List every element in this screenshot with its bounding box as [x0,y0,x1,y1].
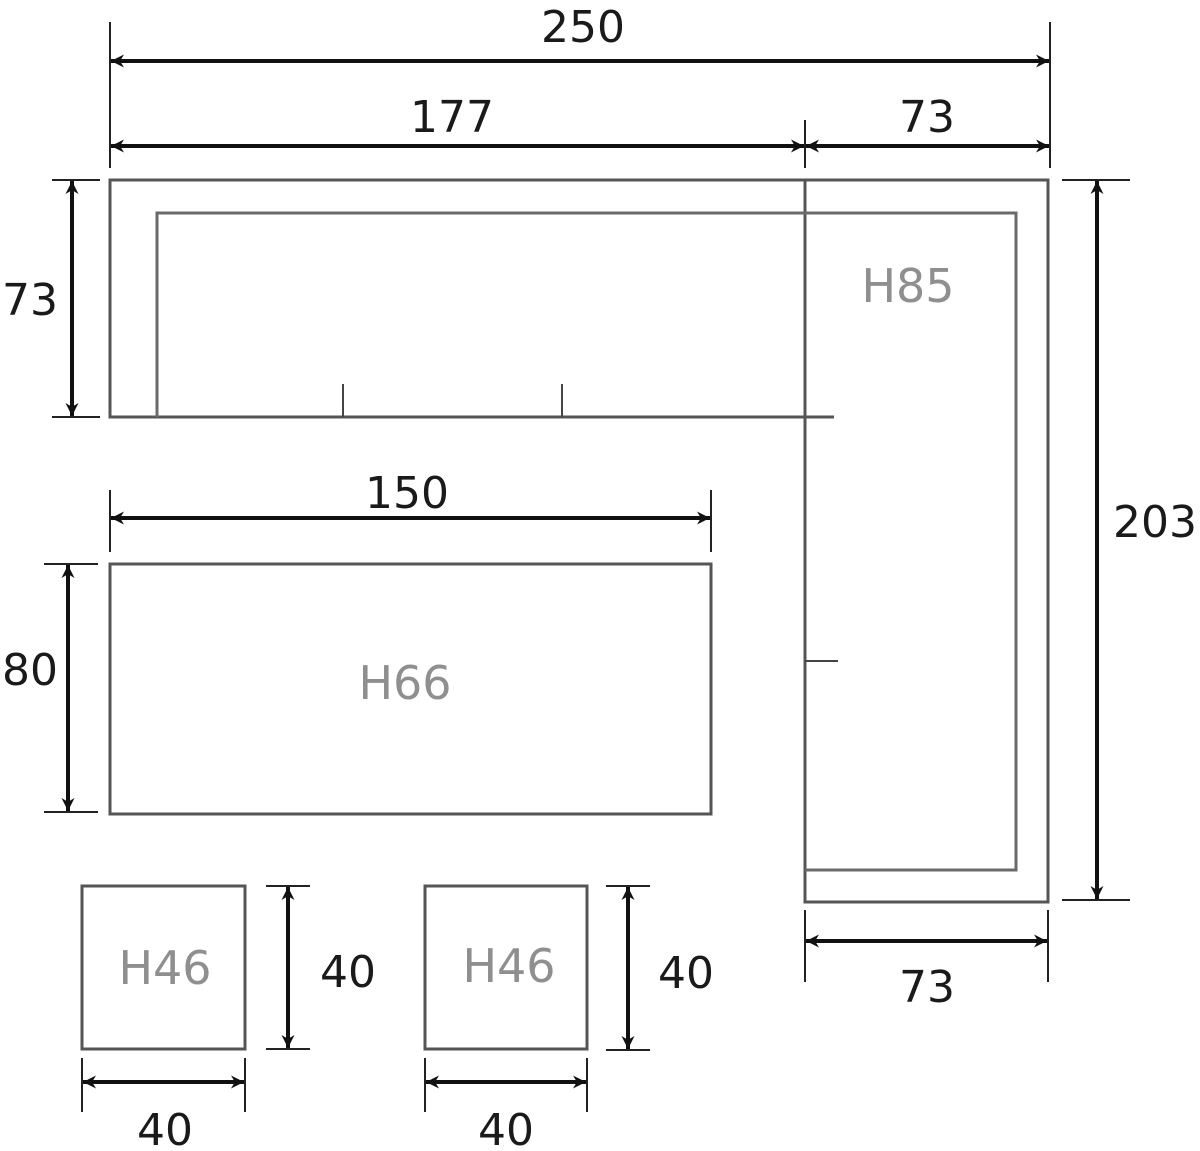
stool-2-depth-label: 40 [658,948,714,999]
sofa-outline [108,562,713,816]
stool-2-width-label: 40 [478,1105,534,1151]
dimension-left-section-depth: 73 [2,179,100,418]
stool-2: H46 [423,884,589,1051]
dimension-sofa-width: 150 [109,468,712,552]
stool-2-outline [423,884,589,1051]
dimension-stool-2-width: 40 [424,1058,588,1151]
dimension-total-width: 250 [109,2,1051,168]
sofa-width-label: 150 [365,468,449,519]
dimension-stool-1-depth: 40 [266,885,376,1050]
corner-sofa: H85 [108,178,1050,904]
stool-1: H46 [80,884,247,1051]
total-width-label: 250 [541,2,625,53]
dimension-stool-1-width: 40 [81,1058,246,1151]
stool-1-height-label: H46 [118,941,211,995]
dimension-total-depth: 203 [1062,179,1197,901]
sofa-depth-label: 80 [2,645,58,696]
left-section-depth-label: 73 [2,275,58,326]
stool-1-depth-label: 40 [320,947,376,998]
left-section-width-label: 177 [410,92,494,143]
stool-1-width-label: 40 [137,1105,193,1151]
corner-width-bottom-label: 73 [899,962,955,1013]
stool-2-height-label: H46 [462,939,555,993]
dimension-corner-width-top: 73 [806,92,1049,153]
dimension-stool-2-depth: 40 [606,885,714,1051]
dimension-corner-width-bottom: 73 [804,910,1049,1013]
dimension-left-section-width: 177 [111,92,806,168]
dimension-sofa-depth: 80 [2,563,98,813]
sofa: H66 [108,562,713,816]
corner-sofa-inner-outline [155,211,1018,872]
corner-width-top-label: 73 [899,92,955,143]
corner-sofa-outer-outline [108,178,1050,904]
stool-1-outline [80,884,247,1051]
total-depth-label: 203 [1113,497,1197,548]
corner-height-label: H85 [861,259,954,313]
sofa-height-label: H66 [358,656,451,710]
